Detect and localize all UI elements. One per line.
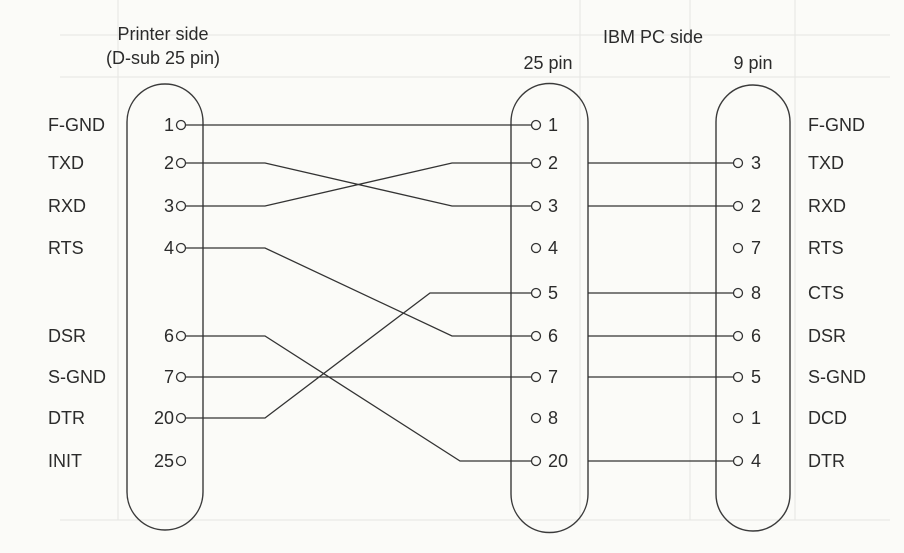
pc25-pin-contact [530, 455, 542, 467]
pc25-pin-contact [530, 330, 542, 342]
pc25-pin-number: 3 [548, 196, 558, 216]
pc9-signal-label: DTR [808, 451, 845, 471]
pc25-pin-number: 7 [548, 367, 558, 387]
printer-pin-contact [175, 330, 187, 342]
wire-printer-6-to-pc25-20 [186, 335, 531, 462]
printer-signal-label: DSR [48, 326, 86, 346]
pc-side-title: IBM PC side [603, 27, 703, 47]
pc25-pin-number: 6 [548, 326, 558, 346]
pc9-pin-number: 3 [751, 153, 761, 173]
printer-connector [126, 83, 204, 531]
pc25-pin-number: 20 [548, 451, 568, 471]
printer-signal-label: INIT [48, 451, 82, 471]
pc9-pin-contact [732, 287, 744, 299]
pc9-pin-contact [732, 371, 744, 383]
pc9-pin-contact [732, 330, 744, 342]
pc9-pin-contact [732, 412, 744, 424]
pc9-signal-label: DCD [808, 408, 847, 428]
printer-pin-contact [175, 371, 187, 383]
printer-signal-label: S-GND [48, 367, 106, 387]
printer-pin-number: 1 [164, 115, 174, 135]
pc25-pin-number: 1 [548, 115, 558, 135]
pc9-pin-contact [732, 242, 744, 254]
printer-pin-number: 7 [164, 367, 174, 387]
pc9-pin-contact [732, 200, 744, 212]
pc9-pin-contact [732, 455, 744, 467]
pc9-pin-number: 6 [751, 326, 761, 346]
pc9-signal-label: CTS [808, 283, 844, 303]
pc-25pin-connector [510, 82, 589, 534]
pc-9pin-subtitle: 9 pin [733, 53, 772, 73]
pc9-signal-label: DSR [808, 326, 846, 346]
pc-25pin-subtitle: 25 pin [523, 53, 572, 73]
pc25-pin-contact [530, 371, 542, 383]
printer-pin-contact [175, 157, 187, 169]
pc25-pin-contact [530, 287, 542, 299]
pc9-pin-number: 1 [751, 408, 761, 428]
pc9-pin-number: 4 [751, 451, 761, 471]
printer-pin-number: 4 [164, 238, 174, 258]
pc9-signal-label: RTS [808, 238, 844, 258]
printer-side-title: Printer side [117, 24, 208, 44]
pc25-pin-contact [530, 412, 542, 424]
printer-pin-contact [175, 200, 187, 212]
pc9-signal-label: F-GND [808, 115, 865, 135]
pc9-pin-contact [732, 157, 744, 169]
printer-side-subtitle: (D-sub 25 pin) [106, 48, 220, 68]
printer-pin-contact [175, 119, 187, 131]
printer-pin-contact [175, 412, 187, 424]
printer-pin-number: 6 [164, 326, 174, 346]
printer-pin-number: 3 [164, 196, 174, 216]
pc9-pin-number: 7 [751, 238, 761, 258]
printer-pin-contact [175, 242, 187, 254]
background-table-ghost [60, 0, 890, 521]
pc9-signal-label: S-GND [808, 367, 866, 387]
printer-signal-label: TXD [48, 153, 84, 173]
printer-signal-label: DTR [48, 408, 85, 428]
pc25-pin-number: 4 [548, 238, 558, 258]
pc9-signal-label: RXD [808, 196, 846, 216]
pc25-pin-number: 2 [548, 153, 558, 173]
wire-printer-20-to-pc25-5 [186, 292, 531, 419]
printer-signal-label: F-GND [48, 115, 105, 135]
pc25-pin-contact [530, 157, 542, 169]
wires [186, 124, 733, 462]
pc9-pin-number: 2 [751, 196, 761, 216]
printer-pin-number: 2 [164, 153, 174, 173]
pc25-pin-contact [530, 242, 542, 254]
printer-pin-number: 25 [154, 451, 174, 471]
wire-printer-4-to-pc25-6 [186, 247, 531, 337]
pc9-pin-number: 8 [751, 283, 761, 303]
pc25-pin-contact [530, 119, 542, 131]
pc-9pin-connector [715, 84, 791, 532]
printer-signal-label: RXD [48, 196, 86, 216]
pc25-pin-contact [530, 200, 542, 212]
printer-signal-label: RTS [48, 238, 84, 258]
wire-printer-3-to-pc25-2 [186, 162, 531, 207]
pc9-pin-number: 5 [751, 367, 761, 387]
printer-pin-number: 20 [154, 408, 174, 428]
pc9-signal-label: TXD [808, 153, 844, 173]
pc25-pin-number: 8 [548, 408, 558, 428]
printer-pin-contact [175, 455, 187, 467]
pc25-pin-number: 5 [548, 283, 558, 303]
